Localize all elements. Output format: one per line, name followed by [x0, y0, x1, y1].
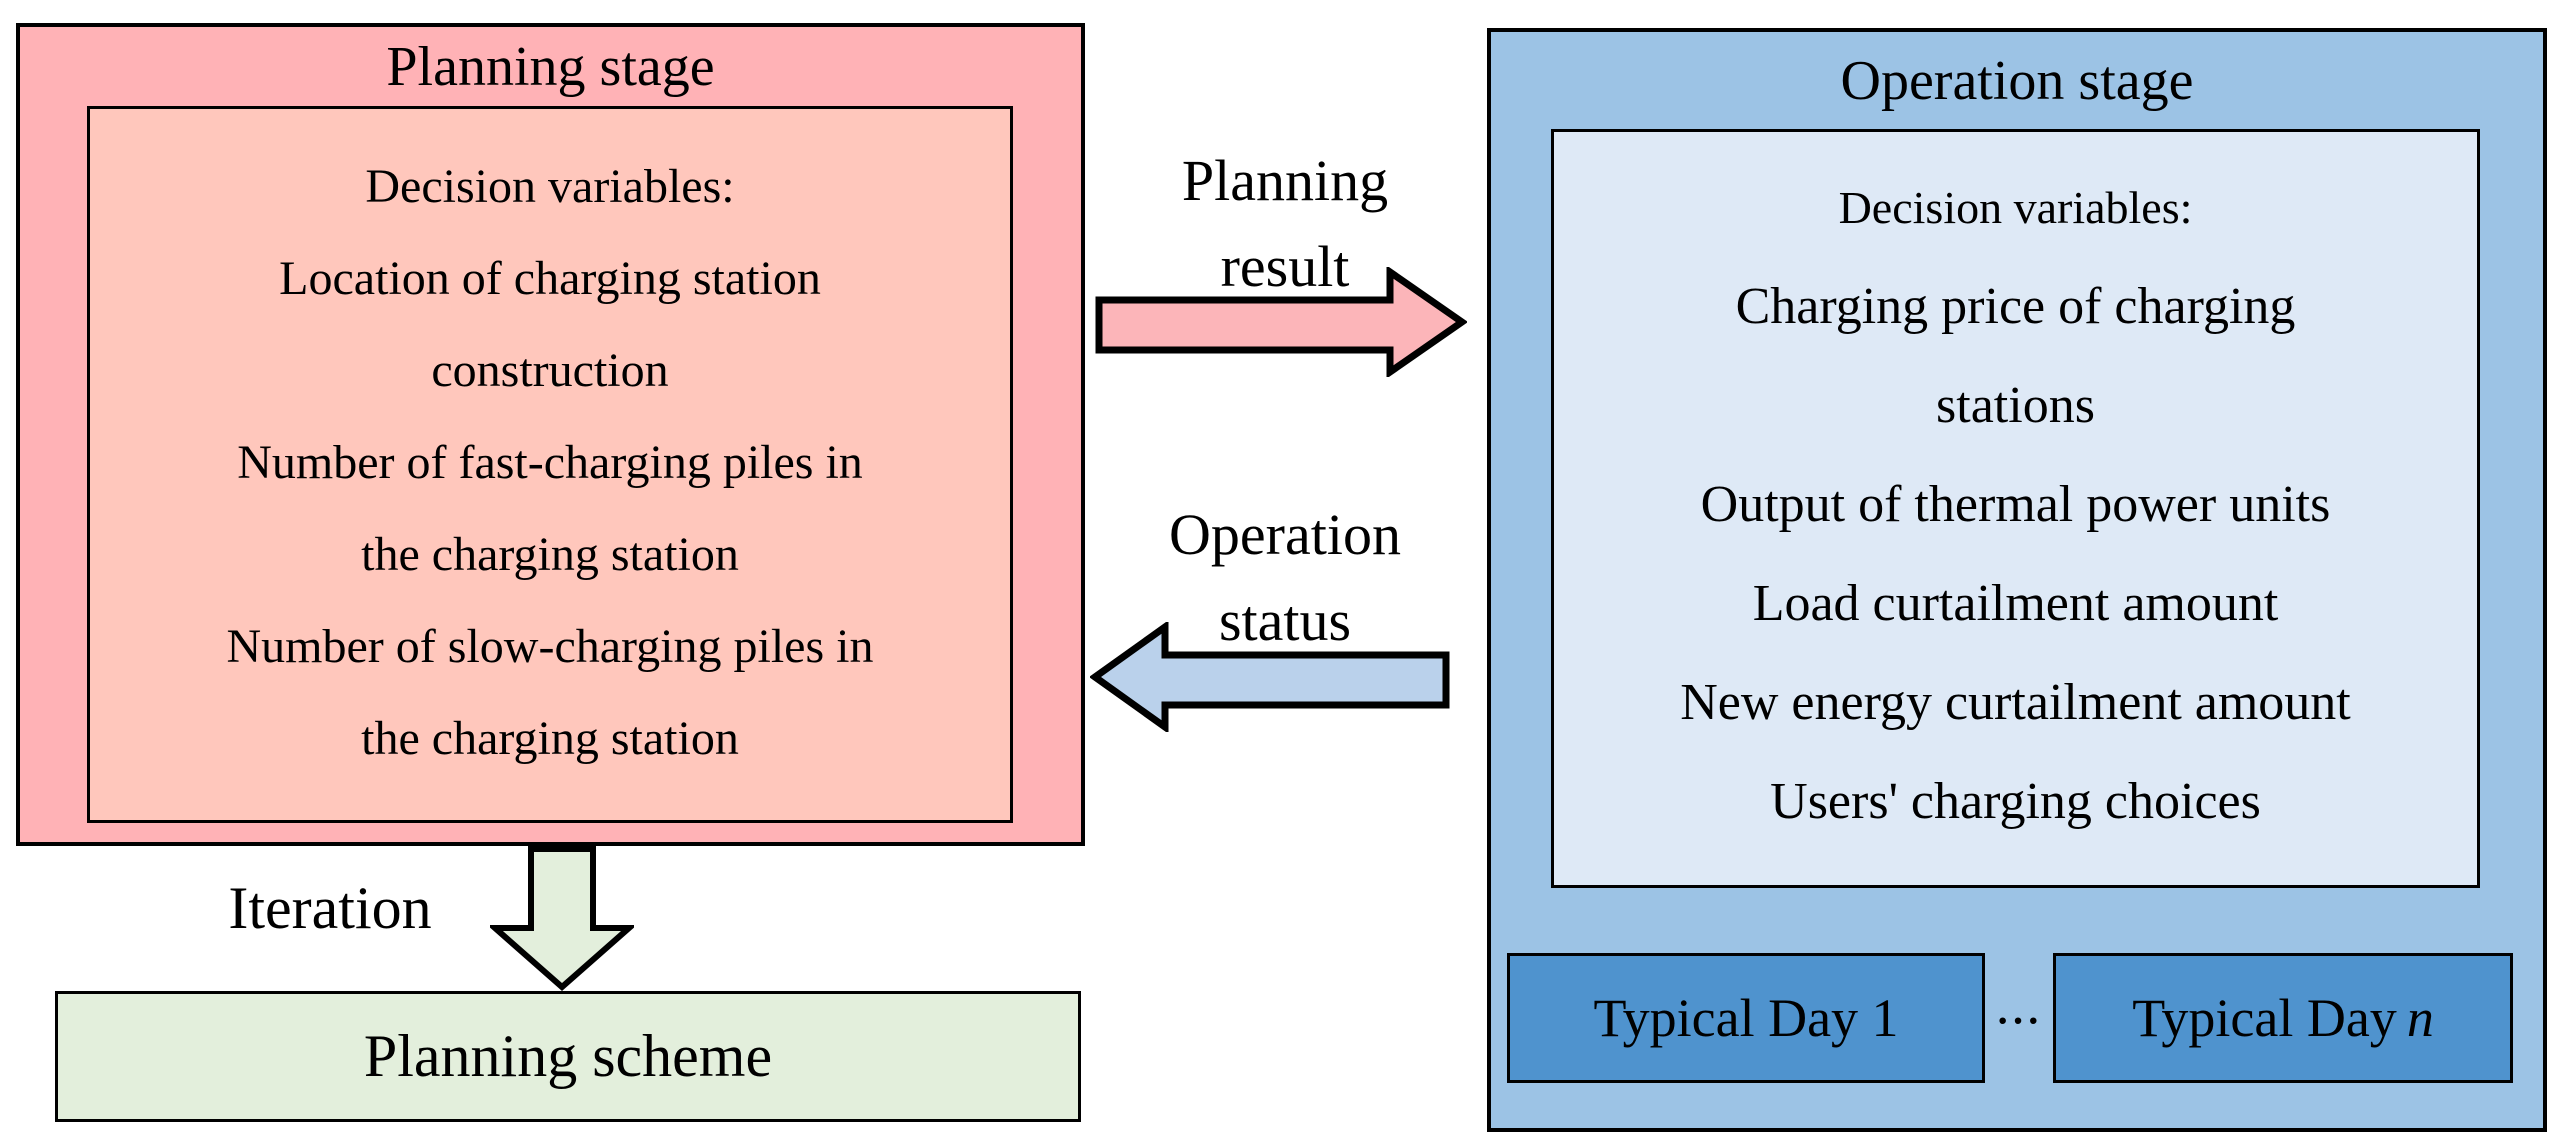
- planning-decision-line: the charging station: [361, 528, 739, 581]
- operation-decision-line: Load curtailment amount: [1752, 575, 2279, 632]
- operation-decision-line: stations: [1936, 377, 2095, 434]
- operation-decision-line: Decision variables:: [1838, 182, 2193, 233]
- operation-status-label: Operation status: [1095, 492, 1475, 664]
- planning-scheme-box: Planning scheme: [55, 991, 1081, 1122]
- planning-decision-line: Number of slow-charging piles in: [226, 620, 874, 673]
- operation-status-line: status: [1218, 588, 1352, 653]
- operation-decision-variables-box: Decision variables: Charging price of ch…: [1551, 129, 2480, 888]
- typical-day-n-label: Typical Day: [2132, 988, 2397, 1048]
- iteration-arrow-down-icon: [490, 846, 634, 991]
- planning-scheme-label: Planning scheme: [363, 1023, 773, 1089]
- operation-decision-line: Users' charging choices: [1770, 773, 2261, 830]
- iteration-label: Iteration: [228, 875, 432, 941]
- typical-day-1-box: Typical Day 1: [1507, 953, 1985, 1083]
- planning-result-line: result: [1220, 234, 1350, 299]
- planning-stage-box: Planning stage Decision variables: Locat…: [16, 23, 1085, 846]
- operation-status-arrow-left-icon: [1090, 622, 1450, 732]
- planning-result-line: Planning: [1181, 148, 1389, 213]
- operation-status-line: Operation: [1169, 502, 1401, 567]
- operation-decision-line: Output of thermal power units: [1700, 476, 2331, 533]
- planning-decision-line: Number of fast-charging piles in: [237, 436, 863, 489]
- planning-decision-line: Decision variables:: [365, 160, 735, 213]
- planning-decision-line: construction: [431, 344, 669, 397]
- operation-stage-title: Operation stage: [1840, 49, 2194, 112]
- planning-stage-title: Planning stage: [386, 35, 715, 98]
- planning-decision-line: the charging station: [361, 712, 739, 765]
- operation-decision-line: New energy curtailment amount: [1680, 674, 2351, 731]
- operation-decision-line: Charging price of charging: [1735, 278, 2296, 335]
- planning-result-arrow-right-icon: [1095, 267, 1467, 377]
- typical-day-n-variable: n: [2406, 988, 2434, 1048]
- planning-decision-variables-box: Decision variables: Location of charging…: [87, 106, 1013, 823]
- typical-day-1-label: Typical Day 1: [1593, 988, 1899, 1048]
- planning-result-label: Planning result: [1095, 138, 1475, 310]
- typical-day-ellipsis: ···: [1995, 997, 2043, 1043]
- operation-stage-box: Operation stage Decision variables: Char…: [1487, 28, 2547, 1132]
- planning-decision-line: Location of charging station: [279, 252, 821, 305]
